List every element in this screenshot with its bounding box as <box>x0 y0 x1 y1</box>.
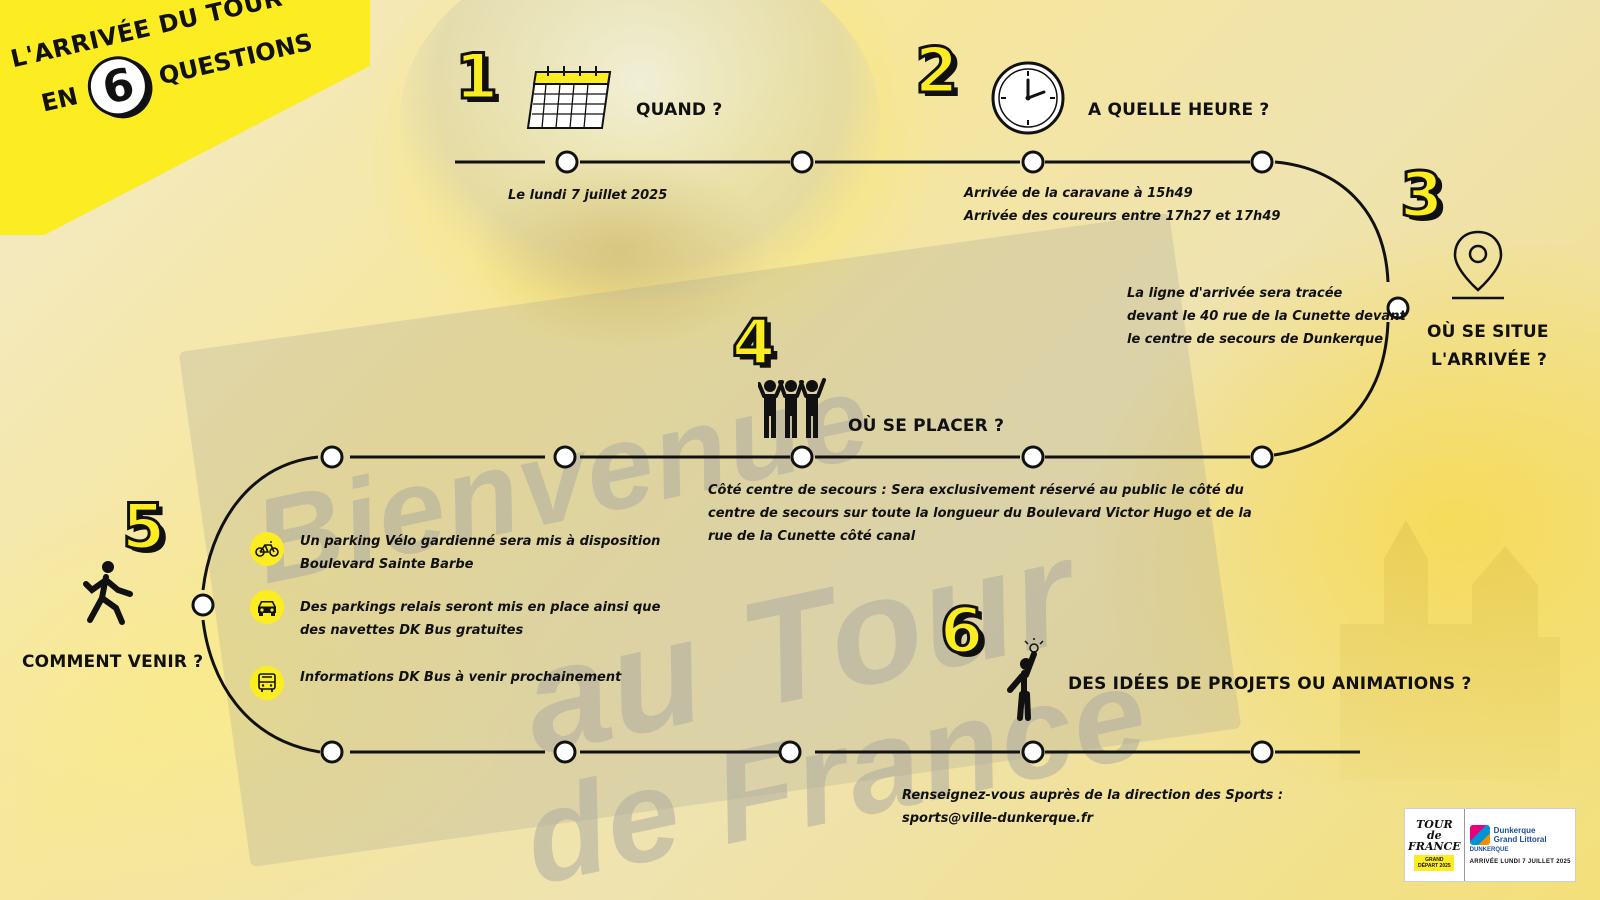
step-3-question-line-1: OÙ SE SITUE <box>1427 322 1549 342</box>
step-2-question: A QUELLE HEURE ? <box>1088 100 1270 120</box>
timeline-nodes <box>191 150 1410 764</box>
step-5-item-1-line-1: Un parking Vélo gardienné sera mis à dis… <box>300 534 661 549</box>
arrival-date-line: ARRIVÉE LUNDI 7 JUILLET 2025 <box>1469 859 1571 865</box>
walking-person-icon <box>83 561 133 625</box>
car-icon-badge <box>250 590 284 624</box>
cyclist-face-artwork <box>470 150 770 350</box>
step-4-answer-line-2: centre de secours sur toute la longueur … <box>708 506 1252 521</box>
bicycle-icon <box>255 541 279 557</box>
step-3-answer-line-3: le centre de secours de Dunkerque <box>1127 332 1384 347</box>
idea-person-icon <box>1007 638 1044 721</box>
step-3-answer-line-1: La ligne d'arrivée sera tracée <box>1127 286 1343 301</box>
dk-city: DUNKERQUE <box>1469 847 1509 853</box>
bus-icon-badge <box>250 666 284 700</box>
step-2-answer-line-1: Arrivée de la caravane à 15h49 <box>964 186 1193 201</box>
crowd-icon <box>758 378 826 438</box>
step-4-answer-line-3: rue de la Cunette côté canal <box>708 529 916 544</box>
step-1-question: QUAND ? <box>636 100 723 120</box>
partner-logos: TOUR de FRANCE GRAND DÉPART 2025 Dunkerq… <box>1404 808 1576 882</box>
step-5-item-1-line-2: Boulevard Sainte Barbe <box>300 557 474 572</box>
step-5-item-2-line-1: Des parkings relais seront mis en place … <box>300 600 661 615</box>
step-4-number: 4 <box>730 306 776 379</box>
step-4-answer-line-1: Côté centre de secours : Sera exclusivem… <box>708 483 1244 498</box>
step-3-question-line-2: L'ARRIVÉE ? <box>1431 350 1548 370</box>
dunkerque-mark-icon <box>1469 825 1490 845</box>
calendar-icon <box>526 66 612 129</box>
step-5-item-3-line-1: Informations DK Bus à venir prochainemen… <box>300 670 622 685</box>
step-2-answer-line-2: Arrivée des coureurs entre 17h27 et 17h4… <box>964 209 1281 224</box>
bicycle-icon-badge <box>250 532 284 566</box>
step-3-answer-line-2: devant le 40 rue de la Cunette devant <box>1127 309 1406 324</box>
tdf-wordmark: TOUR de FRANCE <box>1408 818 1461 853</box>
step-6-number: 6 <box>938 594 984 667</box>
bus-icon <box>258 673 276 692</box>
cyclist-helmet-artwork <box>400 0 880 300</box>
step-5-question: COMMENT VENIR ? <box>22 652 204 672</box>
step-1-answer: Le lundi 7 juillet 2025 <box>508 188 668 203</box>
clock-icon <box>991 61 1065 135</box>
step-6-email[interactable]: sports@ville-dunkerque.fr <box>902 811 1094 826</box>
step-1-number: 1 <box>453 40 499 113</box>
step-2-number: 2 <box>913 34 959 107</box>
step-6-question: DES IDÉES DE PROJETS OU ANIMATIONS ? <box>1068 674 1472 694</box>
step-6-answer-line-1: Renseignez-vous auprès de la direction d… <box>902 788 1284 803</box>
step-5-item-2-line-2: des navettes DK Bus gratuites <box>300 623 524 638</box>
timeline-path <box>201 160 1390 754</box>
step-4-question: OÙ SE PLACER ? <box>848 416 1005 436</box>
car-icon <box>258 601 276 616</box>
dk-name-1: Dunkerque <box>1493 826 1536 835</box>
tour-de-france-logo: TOUR de FRANCE GRAND DÉPART 2025 <box>1405 809 1465 881</box>
tdf-grand-depart-tag: GRAND DÉPART 2025 <box>1414 855 1455 871</box>
step-5-number: 5 <box>120 490 166 563</box>
step-3-number: 3 <box>1398 158 1444 231</box>
location-pin-icon <box>1452 230 1504 300</box>
dk-name-2: Grand Littoral <box>1493 835 1547 844</box>
dunkerque-logo: Dunkerque Grand Littoral DUNKERQUE ARRIV… <box>1465 809 1576 881</box>
